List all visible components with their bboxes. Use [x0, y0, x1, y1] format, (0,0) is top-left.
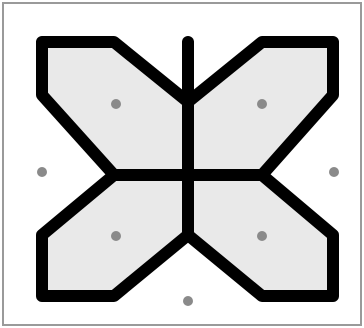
grid-dot	[183, 296, 193, 306]
butterfly-shape	[42, 42, 333, 296]
grid-dot	[111, 99, 121, 109]
grid-dot	[329, 167, 339, 177]
grid-dot	[37, 167, 47, 177]
grid-dot	[111, 231, 121, 241]
grid-dot	[257, 231, 267, 241]
grid-dot	[257, 99, 267, 109]
